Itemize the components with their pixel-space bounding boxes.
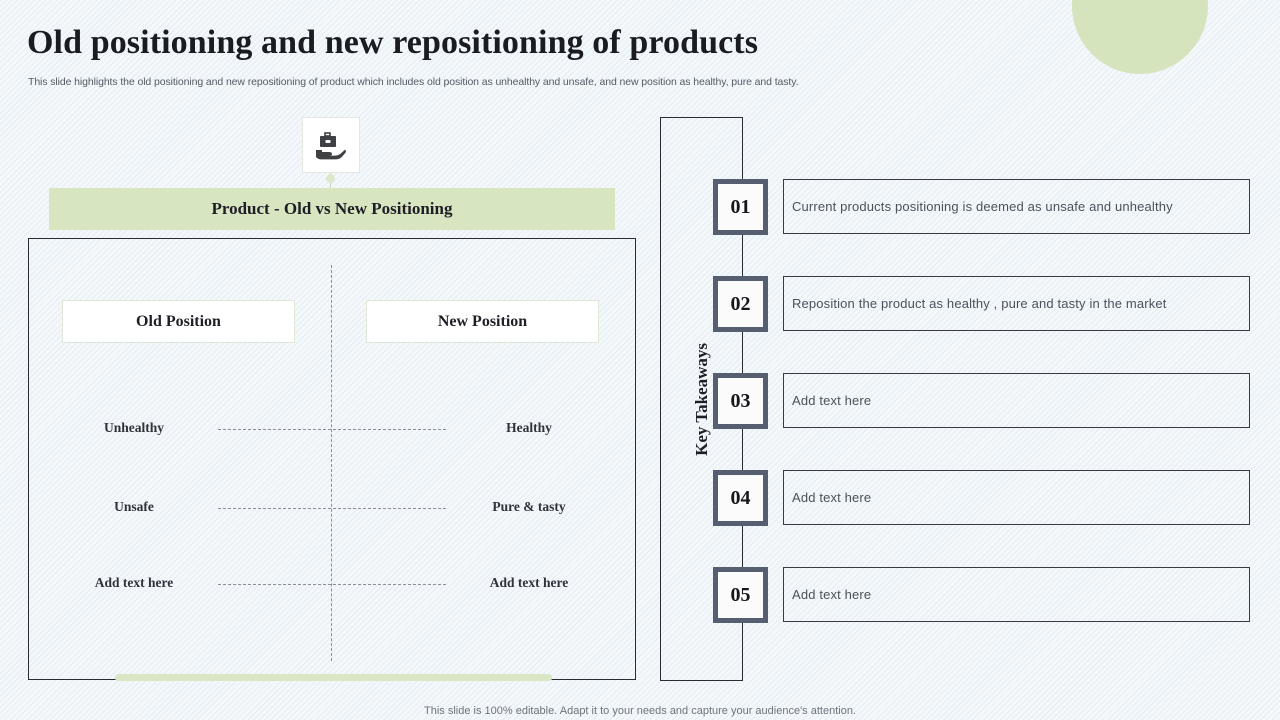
takeaway-number-label: 05 — [730, 583, 751, 606]
matrix-row-connector — [218, 429, 446, 430]
decorative-circle — [1072, 0, 1208, 74]
new-position-label: New Position — [437, 312, 528, 330]
key-takeaways-title-label: Key Takeaways — [692, 342, 711, 456]
takeaway-text-02[interactable]: Reposition the product as healthy , pure… — [783, 276, 1250, 331]
matrix-accent-bar — [115, 674, 552, 681]
takeaway-number-label: 03 — [730, 389, 751, 412]
takeaway-text-03[interactable]: Add text here — [783, 373, 1250, 428]
takeaway-text-label: Reposition the product as healthy , pure… — [792, 296, 1167, 311]
takeaway-text-05[interactable]: Add text here — [783, 567, 1250, 622]
takeaway-number-label: 01 — [730, 195, 751, 218]
section-banner: Product - Old vs New Positioning — [49, 188, 615, 230]
takeaway-number-label: 02 — [730, 292, 751, 315]
matrix-row-new-1[interactable]: Healthy — [506, 420, 552, 435]
matrix-row-old-2[interactable]: Unsafe — [114, 499, 154, 514]
takeaway-text-label: Add text here — [792, 393, 872, 408]
matrix-vertical-divider — [331, 265, 332, 661]
matrix-row-connector — [218, 584, 446, 585]
takeaway-number-04[interactable]: 04 — [713, 470, 768, 526]
old-position-header[interactable]: Old Position — [62, 300, 295, 343]
takeaway-text-label: Current products positioning is deemed a… — [792, 199, 1173, 214]
hand-holding-briefcase-icon — [302, 117, 360, 173]
page-title: Old positioning and new repositioning of… — [27, 24, 759, 61]
takeaway-text-label: Add text here — [792, 587, 872, 602]
takeaway-text-01[interactable]: Current products positioning is deemed a… — [783, 179, 1250, 234]
takeaway-number-03[interactable]: 03 — [713, 373, 768, 429]
takeaway-text-label: Add text here — [792, 490, 872, 505]
old-position-label: Old Position — [136, 312, 221, 330]
new-position-header[interactable]: New Position — [366, 300, 599, 343]
takeaway-number-02[interactable]: 02 — [713, 276, 768, 332]
matrix-row-old-3[interactable]: Add text here — [94, 575, 174, 590]
takeaway-number-05[interactable]: 05 — [713, 567, 768, 623]
matrix-row-new-2[interactable]: Pure & tasty — [492, 499, 566, 514]
takeaway-number-01[interactable]: 01 — [713, 179, 768, 235]
matrix-row-new-3[interactable]: Add text here — [489, 575, 569, 590]
page-subtitle: This slide highlights the old positionin… — [28, 76, 799, 88]
matrix-row-old-1[interactable]: Unhealthy — [103, 420, 165, 435]
footer-note: This slide is 100% editable. Adapt it to… — [424, 705, 856, 717]
takeaway-text-04[interactable]: Add text here — [783, 470, 1250, 525]
takeaway-number-label: 04 — [730, 486, 751, 509]
icon-connector-dot — [326, 174, 335, 183]
section-banner-label: Product - Old vs New Positioning — [211, 199, 453, 218]
matrix-row-connector — [218, 508, 446, 509]
